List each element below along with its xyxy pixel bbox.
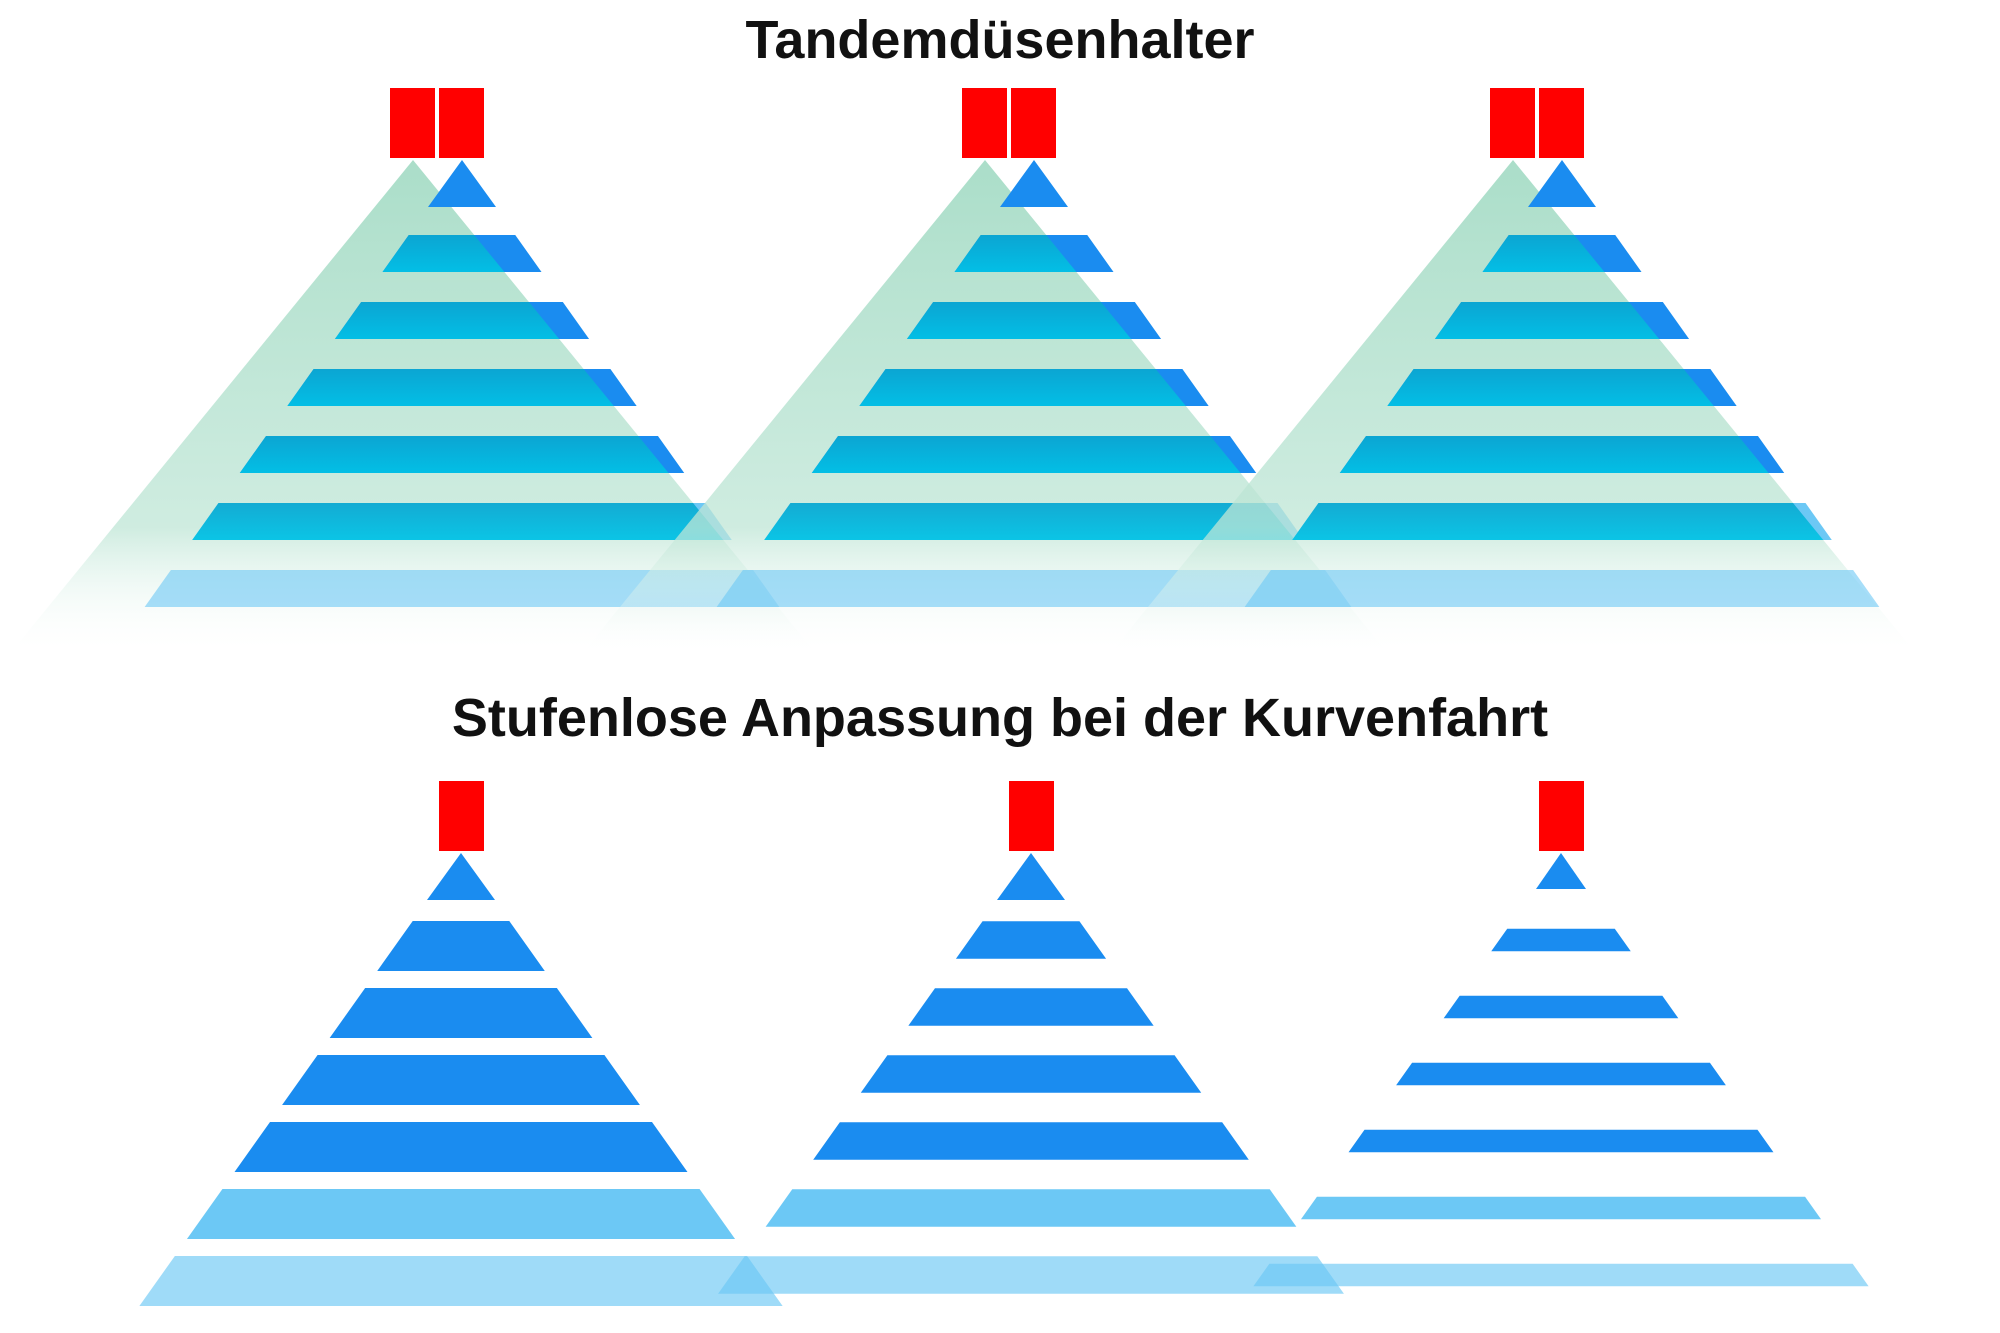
overlap-stripe	[1482, 235, 1605, 272]
spray-stripe	[1300, 1196, 1822, 1220]
spray-stripe	[186, 1189, 736, 1239]
spray-stripe	[813, 1122, 1249, 1160]
overlap-region	[192, 235, 724, 540]
spray-tip	[997, 853, 1065, 900]
spray-tip	[1000, 160, 1068, 207]
nozzle-head-right	[439, 88, 484, 158]
overlap-stripe	[382, 235, 505, 272]
overlap-stripe	[764, 503, 1296, 540]
nozzle-head-left	[390, 88, 435, 158]
spray-stripe	[1253, 1263, 1869, 1287]
spray-stripe	[144, 570, 780, 607]
nozzle-head-right	[1011, 88, 1056, 158]
spray-stripe	[860, 1055, 1202, 1093]
nozzle-head-left	[1490, 88, 1535, 158]
overlap-stripe	[1339, 436, 1769, 473]
nozzle-head	[439, 781, 484, 851]
spray-tip	[427, 853, 495, 900]
tandem-nozzle-holder	[390, 88, 484, 158]
overlap-stripe	[287, 369, 614, 406]
overlap-region	[764, 235, 1296, 540]
spray-tip	[428, 160, 496, 207]
overlap-stripe	[1387, 369, 1714, 406]
spray-stripe	[282, 1055, 640, 1105]
nozzle-head	[1539, 781, 1584, 851]
overlap-stripe	[334, 302, 560, 339]
spray-stripe	[718, 1256, 1344, 1294]
curve-nozzle-1	[139, 781, 783, 1306]
tandem-nozzle-row	[12, 88, 1914, 650]
overlap-stripe	[906, 302, 1132, 339]
spray-tip	[1536, 853, 1586, 889]
overlap-stripe	[1434, 302, 1660, 339]
spray-stripe	[1244, 570, 1880, 607]
overlap-stripe	[239, 436, 669, 473]
curve-section-title: Stufenlose Anpassung bei der Kurvenfahrt	[451, 688, 1549, 748]
spray-tip	[1528, 160, 1596, 207]
curve-nozzle-row	[139, 781, 1869, 1306]
spray-stripe	[1491, 928, 1631, 952]
tandem-section-title: Tandemdüsenhalter	[745, 10, 1255, 70]
overlap-stripe	[192, 503, 724, 540]
spray-stripe	[139, 1256, 783, 1306]
curve-nozzle-3	[1253, 781, 1869, 1287]
nozzle-head	[1009, 781, 1054, 851]
nozzle-head-right	[1539, 88, 1584, 158]
spray-stripe	[377, 921, 545, 971]
tandem-nozzle-2	[584, 88, 1386, 650]
overlap-stripe	[1292, 503, 1824, 540]
tandem-nozzle-1	[12, 88, 814, 650]
tandem-nozzle-holder	[1490, 88, 1584, 158]
spray-stripe	[1443, 995, 1679, 1019]
spray-stripe	[329, 988, 593, 1038]
overlap-region	[1292, 235, 1824, 540]
overlap-stripe	[954, 235, 1077, 272]
spray-stripe	[908, 988, 1154, 1026]
spray-stripe	[1348, 1129, 1774, 1153]
tandem-nozzle-3	[1112, 88, 1914, 650]
tandem-nozzle-holder	[962, 88, 1056, 158]
overlap-stripe	[811, 436, 1241, 473]
curve-nozzle-2	[718, 781, 1344, 1294]
spray-stripe	[765, 1189, 1297, 1227]
nozzle-head-left	[962, 88, 1007, 158]
overlap-stripe	[859, 369, 1186, 406]
spray-stripe	[1396, 1062, 1726, 1086]
spray-stripe	[955, 921, 1107, 959]
spray-stripe	[234, 1122, 688, 1172]
